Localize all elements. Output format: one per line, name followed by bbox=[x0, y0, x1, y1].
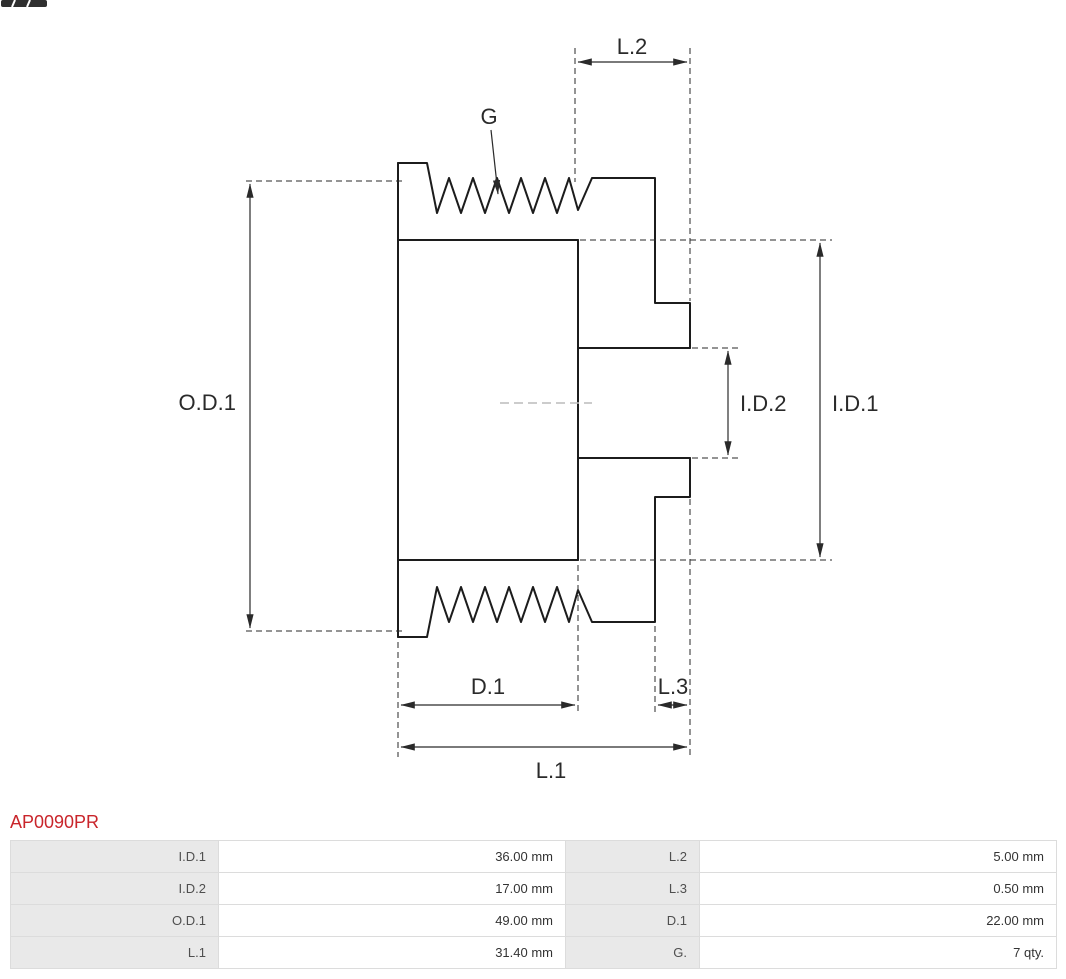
brand-logo-fragment bbox=[1, 0, 47, 8]
spec-value: 7 qty. bbox=[699, 936, 1057, 969]
spec-label: D.1 bbox=[565, 904, 700, 937]
spec-row: I.D.2 17.00 mm L.3 0.50 mm bbox=[10, 872, 1057, 905]
dim-label-g: G bbox=[480, 104, 497, 129]
dim-label-l2: L.2 bbox=[617, 34, 648, 59]
spec-row: O.D.1 49.00 mm D.1 22.00 mm bbox=[10, 904, 1057, 937]
spec-label: I.D.2 bbox=[10, 872, 219, 905]
spec-row: I.D.1 36.00 mm L.2 5.00 mm bbox=[10, 840, 1057, 873]
spec-label: G. bbox=[565, 936, 700, 969]
spec-value: 36.00 mm bbox=[218, 840, 566, 873]
spec-value: 49.00 mm bbox=[218, 904, 566, 937]
spec-value: 17.00 mm bbox=[218, 872, 566, 905]
dim-label-d1: D.1 bbox=[471, 674, 505, 699]
pulley-technical-drawing: O.D.1 L.2 G I.D.2 I.D.1 D.1 L.3 L.1 bbox=[1, 0, 878, 783]
dim-label-id1: I.D.1 bbox=[832, 391, 878, 416]
spec-value: 5.00 mm bbox=[699, 840, 1057, 873]
spec-label: L.2 bbox=[565, 840, 700, 873]
spec-row: L.1 31.40 mm G. 7 qty. bbox=[10, 936, 1057, 969]
spec-label: I.D.1 bbox=[10, 840, 219, 873]
dim-label-od1: O.D.1 bbox=[179, 390, 236, 415]
spec-label: O.D.1 bbox=[10, 904, 219, 937]
spec-value: 22.00 mm bbox=[699, 904, 1057, 937]
dimension-lines bbox=[246, 58, 824, 751]
spec-value: 0.50 mm bbox=[699, 872, 1057, 905]
pulley-outline bbox=[397, 162, 691, 638]
part-number: AP0090PR bbox=[10, 812, 100, 832]
spec-label: L.1 bbox=[10, 936, 219, 969]
extension-lines bbox=[246, 48, 832, 757]
dim-label-l1: L.1 bbox=[536, 758, 567, 783]
spec-value: 31.40 mm bbox=[218, 936, 566, 969]
spec-label: L.3 bbox=[565, 872, 700, 905]
dim-label-l3: L.3 bbox=[658, 674, 689, 699]
spec-table: I.D.1 36.00 mm L.2 5.00 mm I.D.2 17.00 m… bbox=[10, 840, 1057, 969]
dim-label-id2: I.D.2 bbox=[740, 391, 786, 416]
